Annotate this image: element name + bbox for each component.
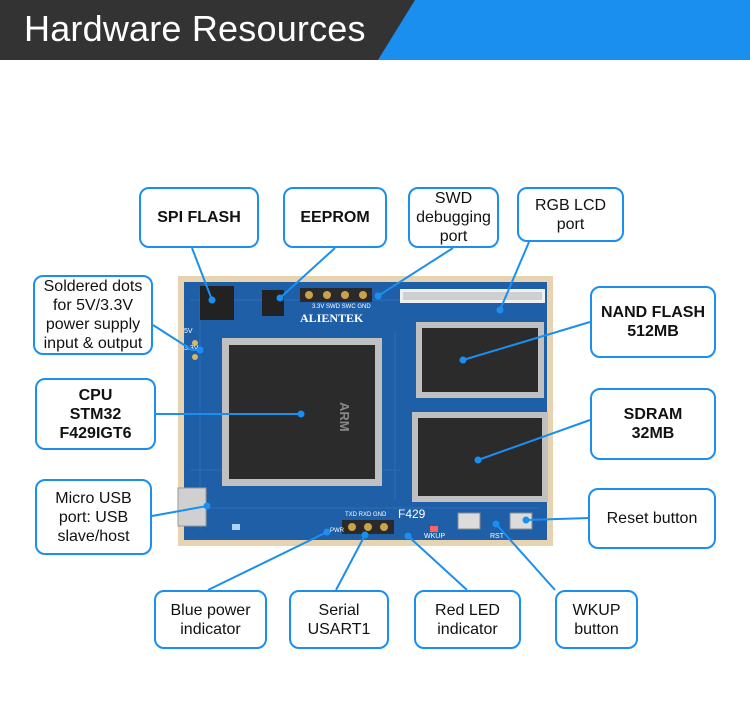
lcd-connector-contacts bbox=[403, 292, 542, 300]
leader-dot-reset bbox=[522, 516, 530, 524]
label-cpu: CPU STM32 F429IGT6 bbox=[35, 378, 156, 450]
label-nand-flash: NAND FLASH 512MB bbox=[590, 286, 716, 358]
label-micro-usb: Micro USB port: USB slave/host bbox=[35, 479, 152, 555]
leader-dot-cpu bbox=[297, 410, 305, 418]
leader-dot-serial bbox=[361, 531, 369, 539]
label-sdram: SDRAM 32MB bbox=[590, 388, 716, 460]
wkup-silkscreen: WKUP bbox=[424, 533, 445, 540]
swd-pin-labels: 3.3V SWD SWC GND bbox=[312, 304, 371, 310]
header-banner: Hardware Resources bbox=[0, 0, 750, 60]
leader-dot-nand bbox=[459, 356, 467, 364]
label-eeprom: EEPROM bbox=[283, 187, 387, 248]
leader-dot-micro-usb bbox=[203, 502, 211, 510]
label-red-led: Red LED indicator bbox=[414, 590, 521, 649]
red-led bbox=[430, 526, 438, 532]
leader-spi-flash bbox=[191, 247, 213, 301]
leader-micro-usb bbox=[151, 505, 208, 517]
tp-5v-silkscreen: 5V bbox=[184, 328, 193, 335]
leader-wkup bbox=[495, 523, 556, 591]
solder-dot-5v bbox=[192, 340, 198, 346]
leader-red-led bbox=[407, 535, 468, 591]
swd-header bbox=[300, 288, 372, 302]
label-reset-button: Reset button bbox=[588, 488, 716, 549]
label-serial-usart1: Serial USART1 bbox=[289, 590, 389, 649]
leader-dot-wkup bbox=[492, 520, 500, 528]
leader-reset bbox=[525, 517, 591, 521]
pwr-silkscreen: PWR bbox=[330, 528, 345, 534]
nand-flash-chip bbox=[416, 322, 544, 398]
cpu-arm-logo: ARM bbox=[337, 402, 352, 432]
leader-blue-power bbox=[207, 531, 328, 591]
leader-dot-rgb-lcd bbox=[496, 306, 504, 314]
page-title: Hardware Resources bbox=[24, 8, 366, 49]
label-spi-flash: SPI FLASH bbox=[139, 187, 259, 248]
uart-pin-labels: TXD RXD GND bbox=[345, 512, 387, 518]
label-blue-power: Blue power indicator bbox=[154, 590, 267, 649]
solder-dot-3v3 bbox=[192, 354, 198, 360]
label-soldered-dots: Soldered dots for 5V/3.3V power supply i… bbox=[33, 275, 153, 355]
leader-dot-soldered-dots bbox=[196, 346, 204, 354]
brand-marking: ALIENTEK bbox=[300, 311, 364, 325]
leader-swd bbox=[377, 247, 454, 297]
header-dark-panel bbox=[0, 0, 415, 60]
blue-power-led bbox=[232, 524, 240, 530]
leader-dot-eeprom bbox=[276, 294, 284, 302]
leader-dot-red-led bbox=[404, 532, 412, 540]
label-swd-port: SWD debugging port bbox=[408, 187, 499, 248]
spi-flash-chip bbox=[200, 286, 234, 320]
leader-dot-spi-flash bbox=[208, 296, 216, 304]
leader-rgb-lcd bbox=[499, 241, 530, 311]
leader-nand bbox=[462, 321, 591, 361]
wkup-switch bbox=[457, 512, 481, 530]
serial-header bbox=[342, 520, 394, 534]
leader-sdram bbox=[477, 419, 591, 461]
leader-dot-swd bbox=[374, 292, 382, 300]
sdram-chip bbox=[412, 412, 548, 502]
leader-dot-blue-power bbox=[323, 528, 331, 536]
leader-serial bbox=[335, 534, 366, 591]
cpu-chip: ARM bbox=[222, 338, 382, 486]
leader-eeprom bbox=[279, 247, 336, 299]
model-marking: F429 bbox=[398, 507, 426, 521]
rst-silkscreen: RST bbox=[490, 533, 505, 540]
label-wkup-button: WKUP button bbox=[555, 590, 638, 649]
leader-soldered-dots bbox=[152, 324, 200, 351]
leader-dot-sdram bbox=[474, 456, 482, 464]
label-rgb-lcd-port: RGB LCD port bbox=[517, 187, 624, 242]
